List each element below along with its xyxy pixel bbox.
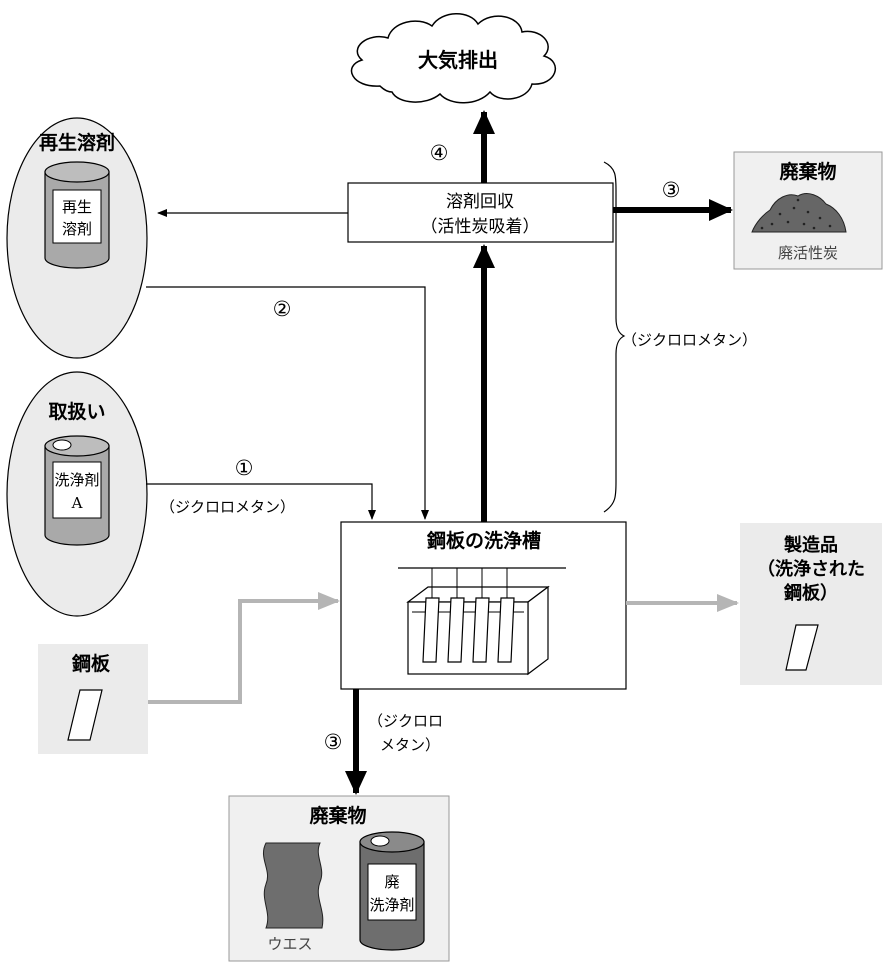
waste-top-caption: 廃活性炭 bbox=[778, 244, 838, 262]
waste-activated-carbon-box: 廃棄物 廃活性炭 bbox=[733, 151, 883, 270]
steel-plate-to-tank-arrow bbox=[148, 592, 340, 704]
dcm-bracket-label: （ジクロロメタン） bbox=[622, 331, 757, 349]
tank-illustration-icon bbox=[398, 567, 566, 676]
solvent-recovery-label-2: （活性炭吸着） bbox=[421, 217, 540, 237]
steel-plate-box: 鋼板 bbox=[38, 644, 148, 754]
carbon-pile-icon bbox=[751, 193, 847, 233]
rag-icon bbox=[262, 842, 324, 929]
drum-cap-icon bbox=[370, 835, 390, 847]
steel-plate-title: 鋼板 bbox=[71, 652, 111, 675]
air-emission-cloud: 大気排出 bbox=[350, 13, 556, 104]
waste-bottom-box: 廃棄物 ウエス 廃 洗浄剤 bbox=[228, 795, 450, 962]
dcm-bottom-label-1: （ジクロロ bbox=[368, 712, 443, 730]
handling-title: 取扱い bbox=[48, 400, 105, 423]
detergent-drum: 洗浄剤 A bbox=[44, 435, 110, 546]
waste-drum-label-1: 廃 bbox=[384, 873, 399, 891]
recycled-to-tank-arrow bbox=[146, 286, 429, 520]
washing-tank-title: 鋼板の洗浄槽 bbox=[426, 529, 541, 552]
detergent-to-tank-arrow bbox=[146, 483, 376, 520]
recycled-drum-label-1: 再生 bbox=[62, 198, 92, 216]
product-label-2: （洗浄された bbox=[757, 558, 865, 580]
handling-ellipse: 取扱い 洗浄剤 A bbox=[6, 371, 148, 617]
rag-caption: ウエス bbox=[267, 935, 312, 953]
waste-detergent-drum: 廃 洗浄剤 bbox=[359, 831, 425, 951]
product-label-1: 製造品 bbox=[783, 534, 838, 556]
detergent-drum-label-2: A bbox=[71, 494, 83, 512]
emission-bracket bbox=[603, 161, 626, 513]
solvent-recovery-box: 溶剤回収 （活性炭吸着） bbox=[347, 182, 614, 243]
product-box: 製造品 （洗浄された 鋼板） bbox=[740, 523, 882, 685]
waste-top-title: 廃棄物 bbox=[779, 160, 836, 183]
drum-cap-icon bbox=[52, 439, 72, 451]
waste-bottom-title: 廃棄物 bbox=[309, 804, 366, 827]
dcm-input-label: （ジクロロメタン） bbox=[160, 498, 295, 516]
marker-3-bottom: ③ bbox=[324, 730, 343, 754]
recycled-solvent-ellipse: 再生溶剤 再生 溶剤 bbox=[6, 117, 148, 359]
marker-1: ① bbox=[235, 456, 254, 480]
recycled-solvent-drum: 再生 溶剤 bbox=[44, 161, 110, 269]
waste-drum-label-2: 洗浄剤 bbox=[369, 896, 414, 914]
detergent-drum-label-1: 洗浄剤 bbox=[54, 471, 99, 489]
cleaned-plate-icon bbox=[785, 624, 819, 671]
steel-plate-icon bbox=[67, 689, 103, 741]
marker-4: ④ bbox=[430, 141, 449, 165]
marker-3-right: ③ bbox=[662, 178, 681, 202]
marker-2: ② bbox=[273, 297, 292, 321]
carbon-dots bbox=[760, 198, 832, 230]
washing-tank-box: 鋼板の洗浄槽 bbox=[340, 521, 627, 690]
air-emission-label: 大気排出 bbox=[418, 48, 498, 72]
solvent-recovery-label-1: 溶剤回収 bbox=[446, 192, 514, 212]
dcm-bottom-label-2: メタン） bbox=[380, 736, 440, 754]
product-label-3: 鋼板） bbox=[783, 582, 838, 604]
recycled-drum-label-2: 溶剤 bbox=[62, 220, 92, 238]
recycled-solvent-title: 再生溶剤 bbox=[39, 131, 115, 154]
